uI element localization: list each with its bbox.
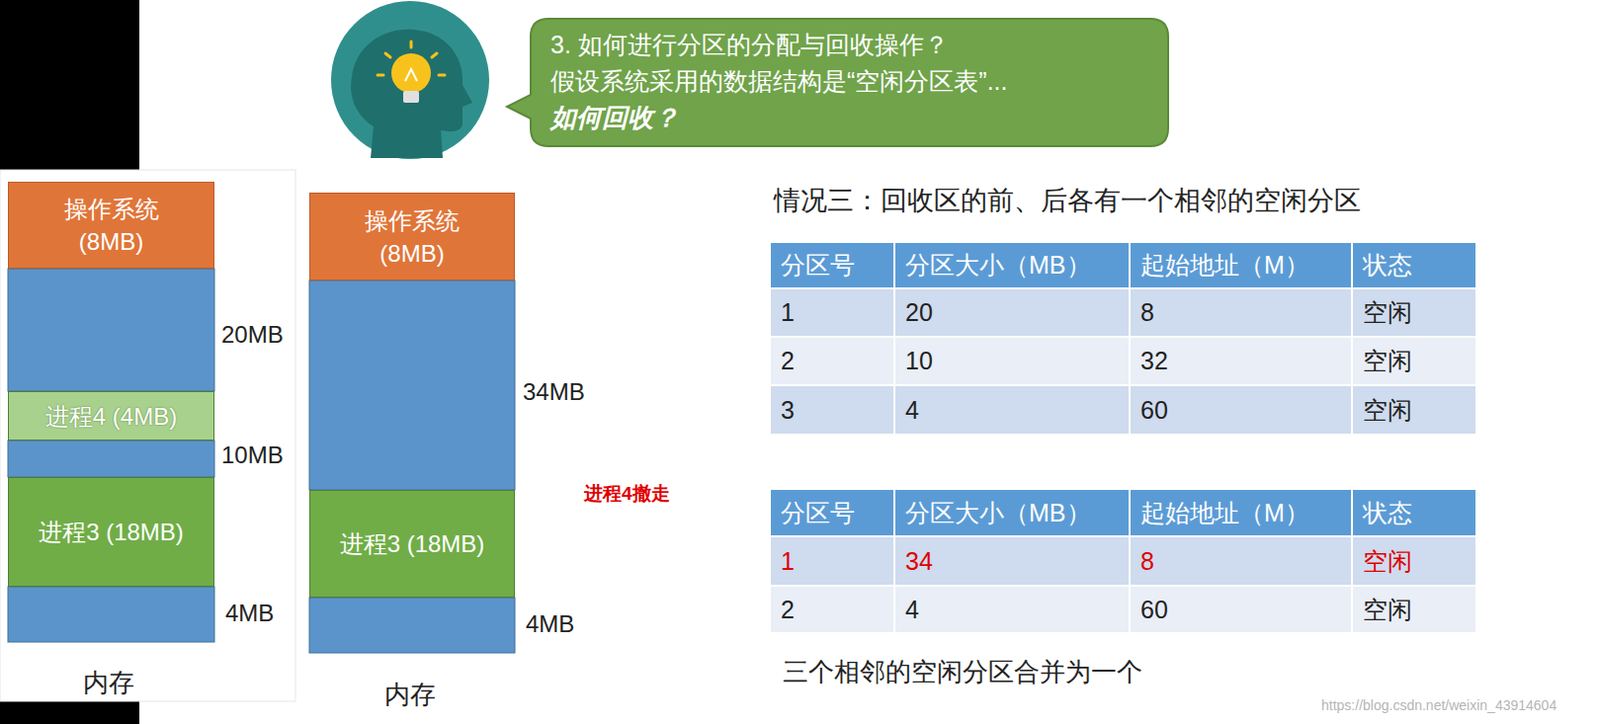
block-label: 操作系统 (8MB) <box>52 192 171 258</box>
case-title: 情况三：回收区的前、后各有一个相邻的空闲分区 <box>773 182 1361 219</box>
table-cell-text: 2 <box>780 346 795 376</box>
table-header-cell: 分区号 <box>770 490 896 538</box>
memory-caption-text: 内存 <box>384 679 436 710</box>
watermark: https://blog.csdn.net/weixin_43914604 <box>1321 696 1557 715</box>
block-label: 进程4 (4MB) <box>45 400 177 433</box>
table-cell-text: 60 <box>1140 396 1169 425</box>
table-cell: 34 <box>895 537 1131 588</box>
table-cell-text: 4 <box>905 396 920 425</box>
case-title-text: 情况三：回收区的前、后各有一个相邻的空闲分区 <box>773 185 1361 216</box>
table-cell-text: 2 <box>780 595 795 625</box>
os-block: 操作系统 (8MB) <box>309 192 515 281</box>
table-header-cell-text: 起始地址（M） <box>1140 249 1310 282</box>
size-label-text: 20MB <box>221 321 284 348</box>
summary-note-text: 三个相邻的空闲分区合并为一个 <box>782 657 1143 687</box>
table-header-cell: 分区号 <box>770 243 896 290</box>
table-cell-text: 3 <box>780 396 795 425</box>
table-cell: 1 <box>770 289 896 338</box>
table-cell-text: 空闲 <box>1362 545 1413 579</box>
table-cell: 20 <box>895 289 1131 338</box>
table-cell-text: 空闲 <box>1362 344 1413 378</box>
table-cell-text: 空闲 <box>1362 394 1413 427</box>
process-block: 进程4 (4MB) <box>7 391 215 441</box>
table-cell: 2 <box>770 337 896 387</box>
table-header-cell: 起始地址（M） <box>1130 490 1353 538</box>
action-note: 进程4撤走 <box>584 481 671 507</box>
size-label: 34MB <box>522 378 586 407</box>
table-cell: 8 <box>1130 537 1353 588</box>
table-cell-text: 8 <box>1140 547 1155 577</box>
table-cell: 4 <box>895 587 1131 635</box>
size-label: 10MB <box>221 441 284 470</box>
table-header-cell-text: 状态 <box>1362 249 1413 282</box>
table-cell: 60 <box>1130 587 1353 635</box>
action-note-text: 进程4撤走 <box>584 483 671 505</box>
table-header-cell: 状态 <box>1352 490 1478 538</box>
table-cell: 1 <box>770 537 896 588</box>
table-cell-text: 8 <box>1140 298 1155 328</box>
table-cell: 4 <box>895 386 1131 436</box>
table-cell: 空闲 <box>1352 587 1478 635</box>
table-cell-text: 32 <box>1140 346 1169 376</box>
table-cell: 空闲 <box>1352 537 1478 588</box>
table-header-cell: 起始地址（M） <box>1130 243 1353 290</box>
speech-bubble <box>506 18 1169 147</box>
memory-caption-text: 内存 <box>83 668 135 698</box>
table-cell: 32 <box>1130 337 1353 387</box>
table-cell: 空闲 <box>1352 386 1478 436</box>
table-header-cell: 状态 <box>1352 243 1478 290</box>
table-cell: 2 <box>770 587 896 635</box>
size-label-text: 10MB <box>221 441 284 469</box>
table-header-cell-text: 分区大小（MB） <box>905 497 1092 530</box>
table-cell-text: 60 <box>1140 595 1169 625</box>
table-cell: 空闲 <box>1352 289 1478 338</box>
os-block: 操作系统 (8MB) <box>7 181 215 269</box>
process-block: 进程3 (18MB) <box>7 477 215 588</box>
table-cell-text: 1 <box>780 298 795 328</box>
table-header-cell-text: 分区大小（MB） <box>905 249 1092 282</box>
idea-icon <box>331 0 490 160</box>
memory-panel <box>0 169 296 702</box>
summary-note: 三个相邻的空闲分区合并为一个 <box>782 655 1143 690</box>
table-header-cell: 分区大小（MB） <box>895 490 1131 538</box>
size-label: 4MB <box>525 610 575 639</box>
table-header-cell-text: 状态 <box>1362 497 1413 530</box>
table-cell-text: 10 <box>905 346 933 376</box>
table-header-cell-text: 分区号 <box>780 497 855 530</box>
table-cell-text: 4 <box>905 595 920 625</box>
table-cell: 空闲 <box>1352 337 1478 387</box>
memory-caption: 内存 <box>83 666 135 701</box>
memory-caption: 内存 <box>384 677 436 713</box>
process-block: 进程3 (18MB) <box>309 490 515 598</box>
question-text: 如何回收？ <box>550 99 1155 137</box>
table-cell-text: 空闲 <box>1362 593 1413 627</box>
table-cell: 3 <box>770 386 896 436</box>
size-label-text: 4MB <box>525 610 575 638</box>
table-cell: 8 <box>1130 289 1353 338</box>
table-cell-text: 34 <box>905 547 933 577</box>
table-cell-text: 20 <box>905 298 933 328</box>
size-label: 20MB <box>221 321 284 349</box>
block-label: 操作系统 (8MB) <box>352 204 472 270</box>
free-blocks <box>7 268 515 654</box>
size-label: 4MB <box>225 599 274 628</box>
question-text: 3. 如何进行分区的分配与回收操作？ <box>550 26 1155 64</box>
watermark-text: https://blog.csdn.net/weixin_43914604 <box>1321 697 1557 714</box>
block-label: 进程3 (18MB) <box>339 527 486 561</box>
table-header-cell-text: 起始地址（M） <box>1140 497 1310 530</box>
table-header-cell: 分区大小（MB） <box>895 243 1131 290</box>
table-cell-text: 1 <box>780 547 795 577</box>
question-bubble: 3. 如何进行分区的分配与回收操作？假设系统采用的数据结构是“空闲分区表”...… <box>530 18 1169 147</box>
question-text: 假设系统采用的数据结构是“空闲分区表”... <box>550 63 1155 100</box>
size-label-text: 34MB <box>522 378 586 406</box>
size-label-text: 4MB <box>225 599 274 627</box>
table-cell: 10 <box>895 337 1131 387</box>
block-label: 进程3 (18MB) <box>38 515 184 549</box>
table-cell: 60 <box>1130 386 1353 436</box>
table-cell-text: 空闲 <box>1362 296 1413 330</box>
table-header-cell-text: 分区号 <box>780 249 855 282</box>
